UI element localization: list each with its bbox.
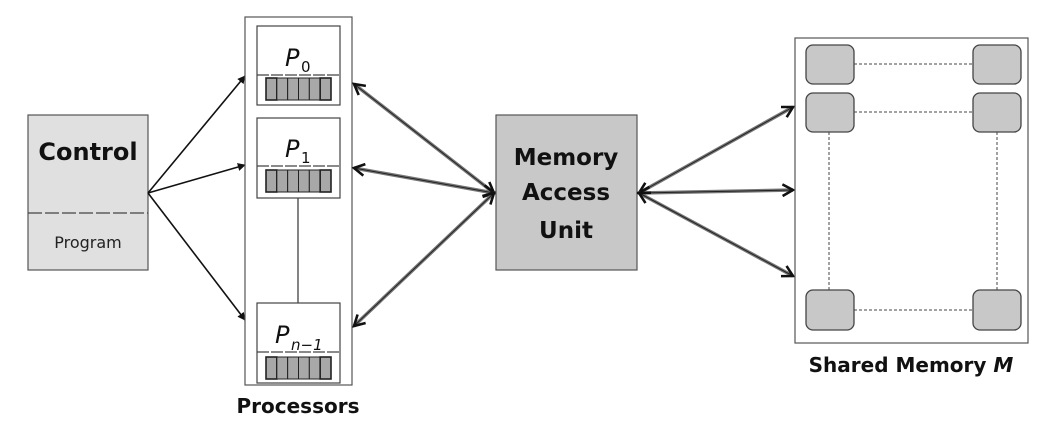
- memory-cell: [972, 44, 1022, 85]
- control-arrows: [147, 75, 246, 321]
- shared-memory: [794, 37, 1029, 344]
- arrow-pn-mau: [354, 193, 494, 326]
- register-cell: [298, 169, 310, 193]
- register-cell: [298, 77, 310, 101]
- arrow-control-to-p1: [147, 163, 246, 194]
- arrow-mau-mem-mid: [639, 190, 793, 193]
- register-cell: [319, 77, 332, 101]
- arrow-p1-mau: [354, 168, 494, 193]
- register-bank: [265, 169, 332, 193]
- processor-subscript: 0: [301, 58, 311, 76]
- processor-subscript: n−1: [291, 336, 323, 354]
- mau-memory-arrows: [639, 105, 793, 278]
- processor-p1: P 1: [256, 117, 341, 199]
- register-cell: [276, 77, 289, 101]
- arrow-control-to-p0: [147, 75, 246, 194]
- register-cell: [287, 169, 299, 193]
- memory-cell: [805, 289, 855, 331]
- processor-p0: P 0: [256, 25, 341, 106]
- mau-line-3: Unit: [539, 218, 593, 244]
- register-cell: [265, 169, 278, 193]
- shared-memory-label-text: Shared Memory: [809, 353, 987, 377]
- register-cell: [319, 356, 332, 380]
- memory-access-unit: Memory Access Unit: [495, 114, 638, 271]
- register-cell: [265, 356, 278, 380]
- processor-name: P: [285, 135, 300, 163]
- mau-line-2: Access: [522, 180, 610, 206]
- arrow-mau-mem-top: [639, 105, 793, 195]
- register-cell: [276, 356, 289, 380]
- processors-label: Processors: [237, 394, 360, 418]
- mau-frame: [495, 114, 638, 271]
- register-cell: [265, 77, 278, 101]
- register-bank: [265, 77, 332, 101]
- processor-name: P: [275, 321, 290, 349]
- arrow-control-to-pn: [147, 192, 246, 321]
- processor-pn-1: P n−1: [256, 302, 341, 384]
- memory-cell: [972, 92, 1022, 133]
- memory-cell: [972, 289, 1022, 331]
- register-cell: [308, 77, 321, 101]
- arrow-mau-mem-bot: [639, 191, 793, 278]
- processor-subscript: 1: [301, 149, 311, 167]
- control-subtitle: Program: [54, 233, 122, 252]
- control-box: Control Program: [27, 114, 149, 271]
- register-cell: [287, 356, 299, 380]
- shared-memory-variable: M: [993, 353, 1013, 377]
- register-cell: [308, 356, 321, 380]
- mau-line-1: Memory: [514, 145, 619, 171]
- register-cell: [308, 169, 321, 193]
- processor-mau-arrows: [354, 84, 494, 326]
- processor-name: P: [285, 44, 300, 72]
- shared-memory-label: Shared Memory M: [809, 353, 1014, 377]
- register-cell: [298, 356, 310, 380]
- control-title: Control: [38, 138, 137, 166]
- register-bank: [265, 356, 332, 380]
- memory-cell: [805, 44, 855, 85]
- arrow-p0-mau: [354, 84, 494, 193]
- register-cell: [319, 169, 332, 193]
- register-cell: [287, 77, 299, 101]
- memory-cell: [805, 92, 855, 133]
- control-box-frame: [27, 114, 149, 271]
- register-cell: [276, 169, 289, 193]
